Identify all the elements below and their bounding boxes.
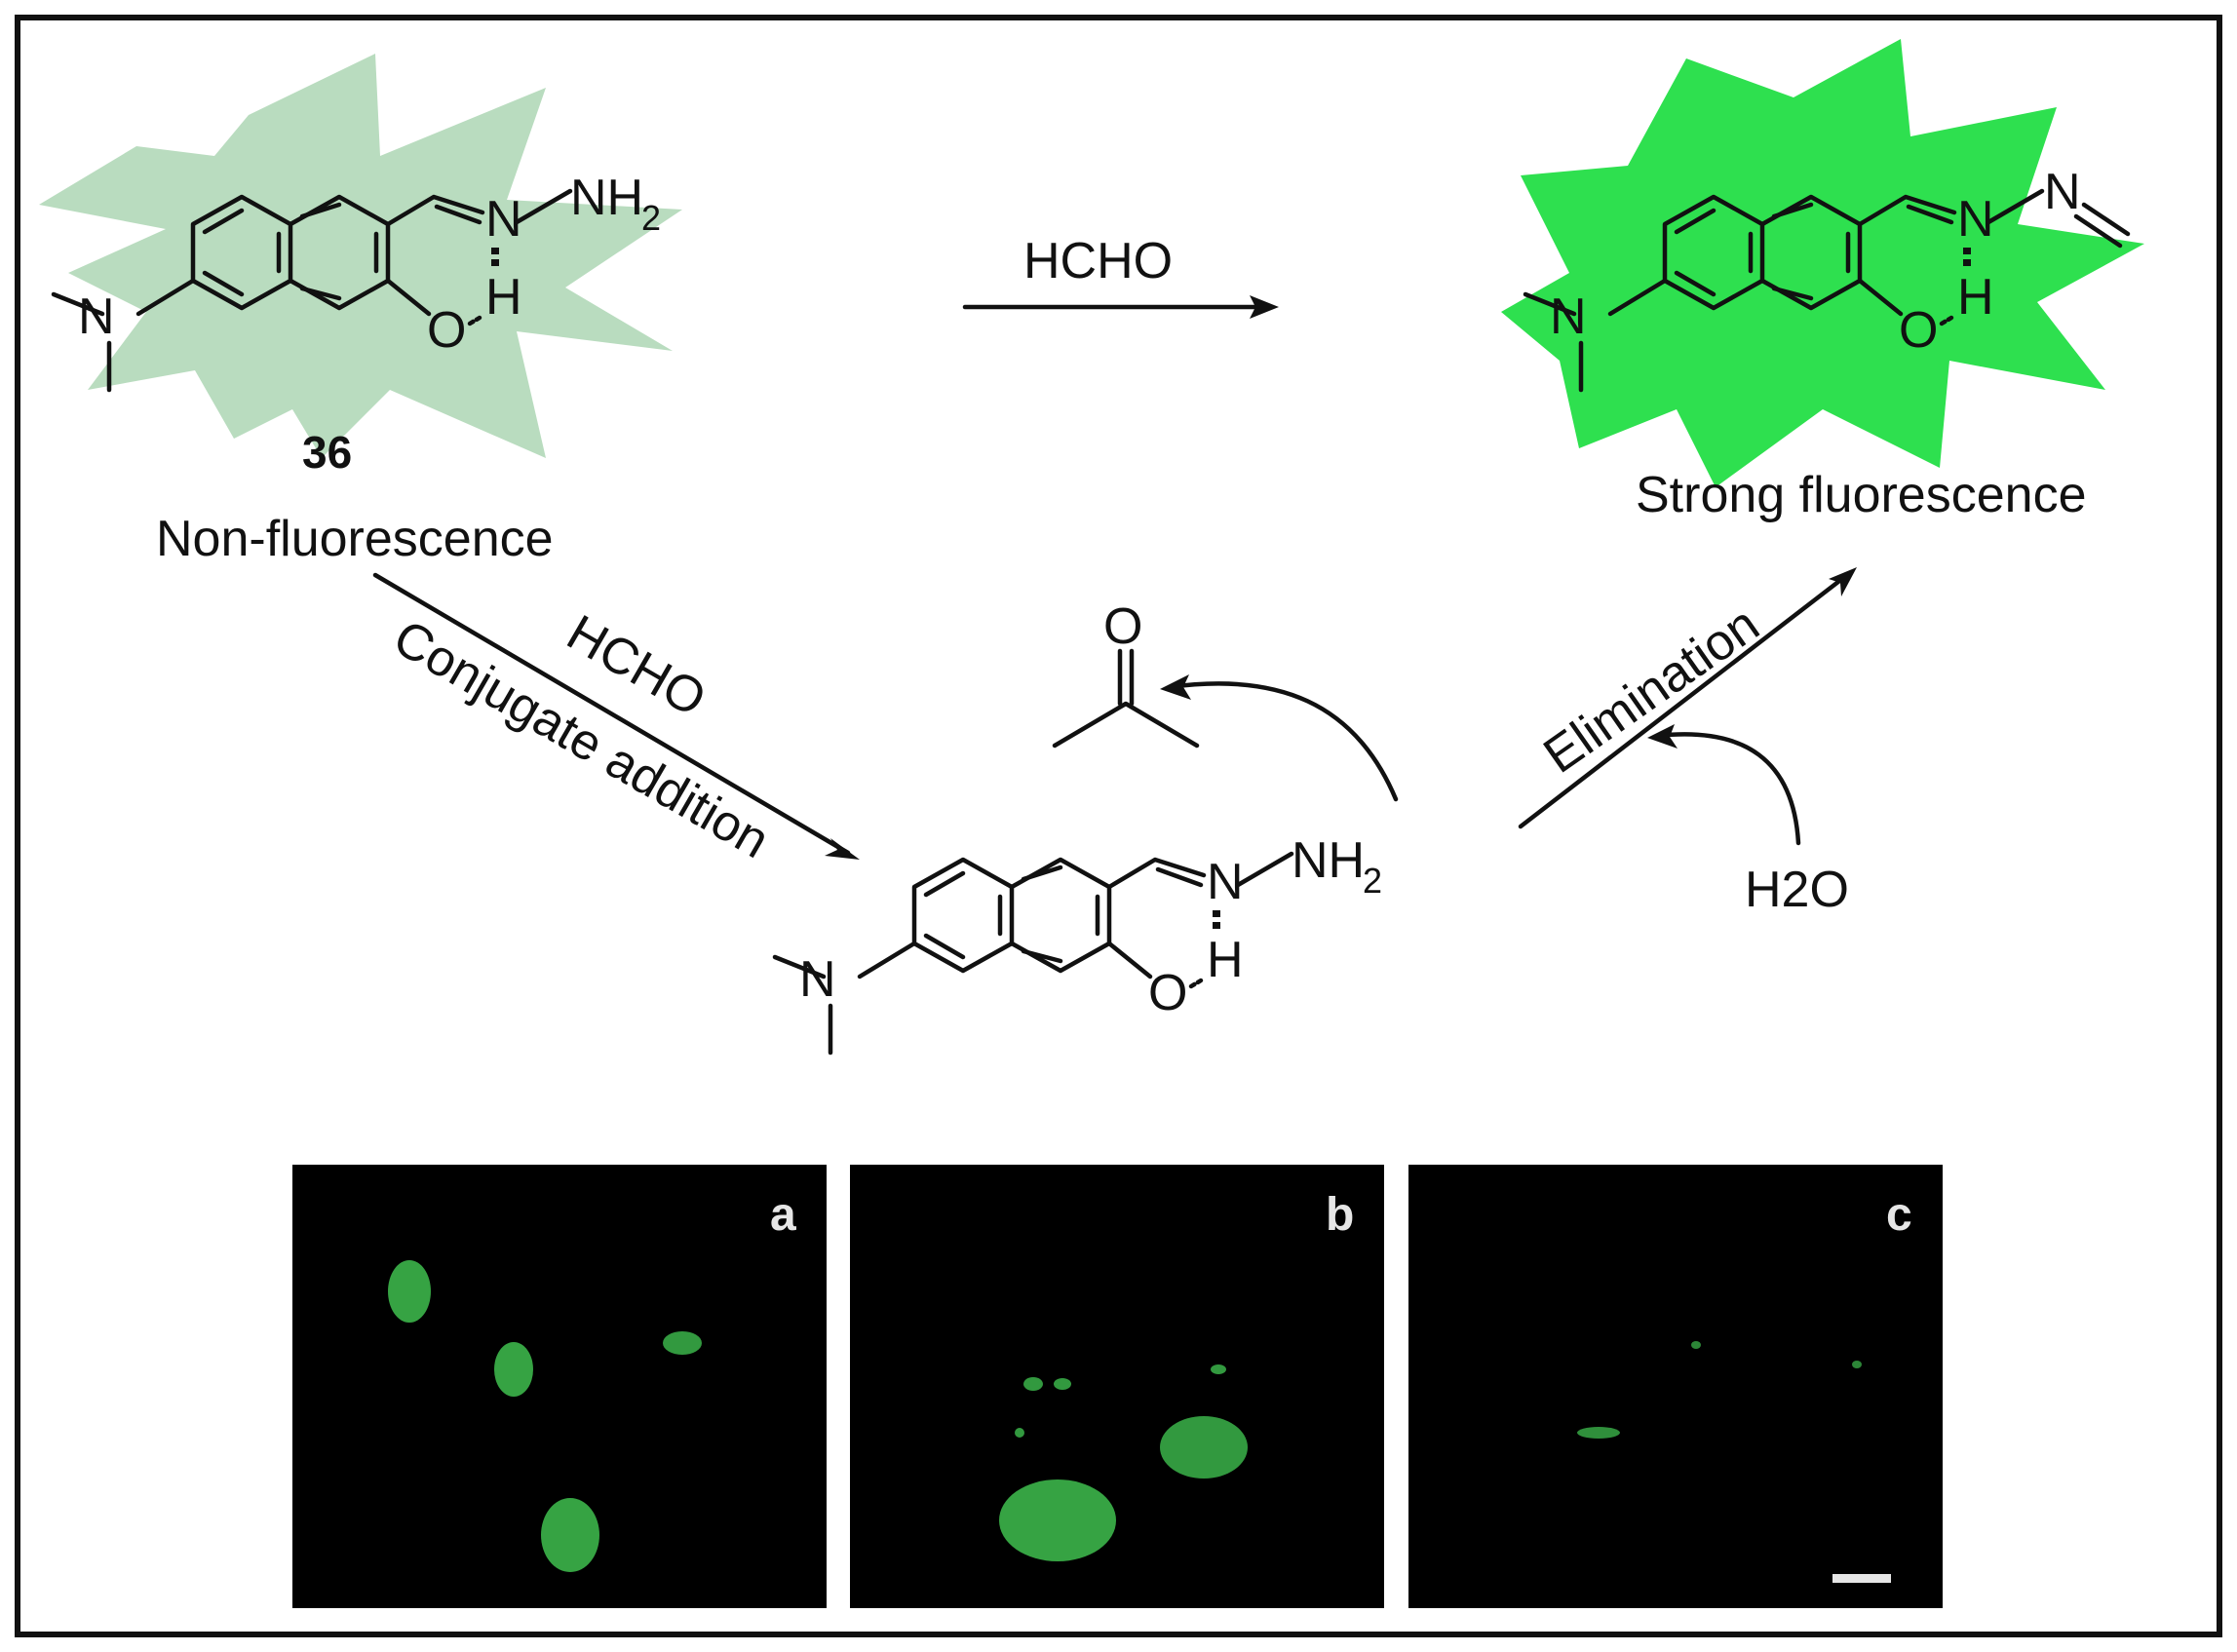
svg-text:O: O (1103, 598, 1142, 655)
label-strong-fluorescence: Strong fluorescence (1636, 467, 2087, 523)
panel-c: c (1408, 1165, 1943, 1608)
acetone: O (1052, 598, 1200, 749)
scale-bar (1832, 1574, 1891, 1583)
molecule-intermediate: NH 2 (775, 832, 1382, 1053)
arrow-curve-acetone (1160, 674, 1399, 802)
svg-text:2: 2 (641, 198, 661, 238)
panel-a: a (292, 1165, 827, 1608)
svg-text:NH: NH (1292, 832, 1365, 889)
svg-text:a: a (770, 1189, 796, 1241)
water-label: H2O (1745, 862, 1849, 918)
outer-frame (15, 15, 2222, 1637)
svg-text:b: b (1326, 1189, 1354, 1241)
molecule-product: N (1525, 164, 2131, 390)
svg-text:2: 2 (1363, 861, 1382, 901)
svg-text:NH: NH (570, 170, 643, 226)
bright-burst (1501, 39, 2144, 487)
compound-number: 36 (302, 427, 352, 478)
pale-burst (39, 54, 682, 458)
svg-text:N: N (2044, 164, 2081, 220)
arrow-top (962, 295, 1279, 319)
panel-b: b (850, 1165, 1384, 1608)
step-elimination: Elimination (1534, 595, 1770, 784)
arrow-curve-water (1647, 724, 1801, 846)
svg-text:c: c (1886, 1189, 1912, 1241)
arrow-diagonal (372, 572, 860, 860)
arrow-elimination (1518, 567, 1857, 829)
molecule-36: NH 2 (54, 170, 661, 390)
reagent-top: HCHO (1023, 233, 1173, 289)
label-non-fluorescence: Non-fluorescence (156, 511, 554, 567)
